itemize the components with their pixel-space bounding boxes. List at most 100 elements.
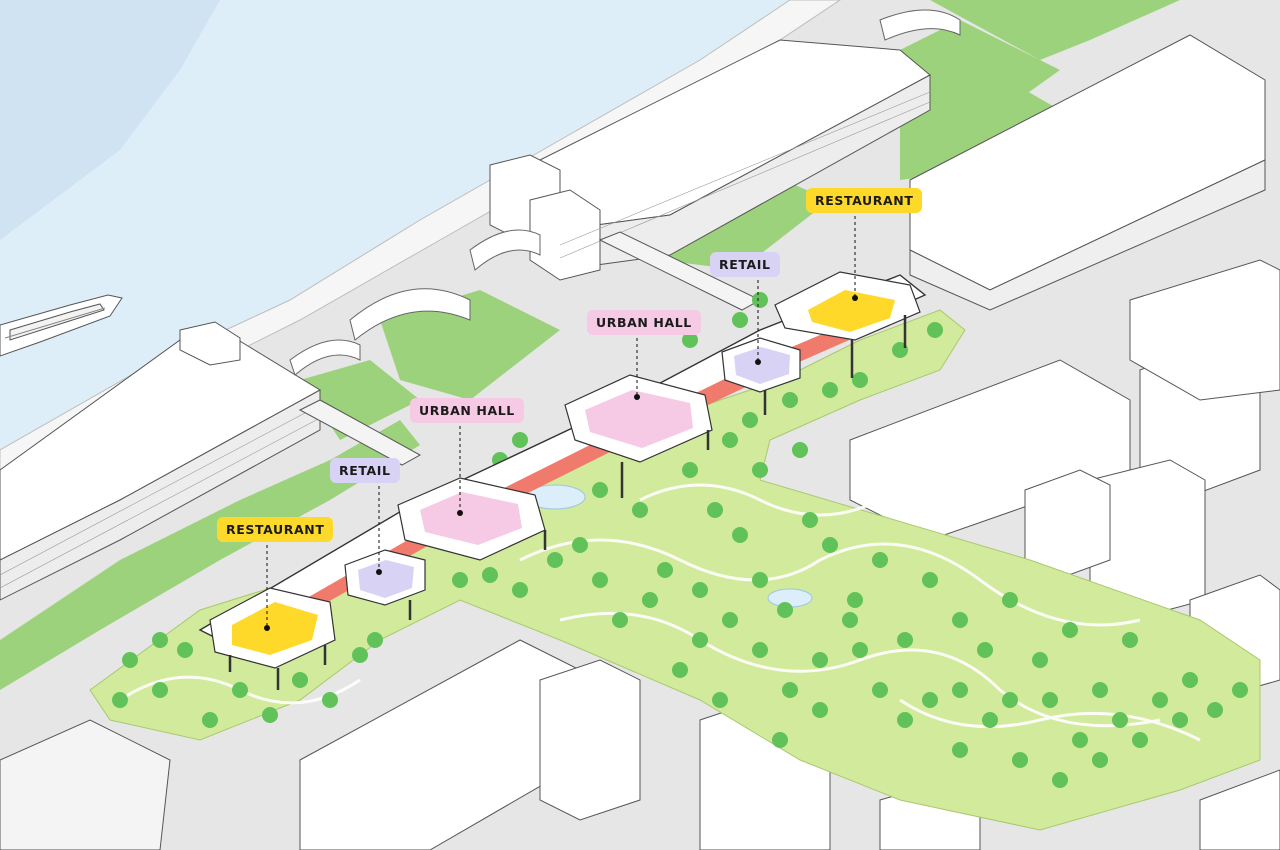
- tree: [1002, 692, 1018, 708]
- tree: [1072, 732, 1088, 748]
- tree: [322, 692, 338, 708]
- tree: [1002, 592, 1018, 608]
- tree: [262, 707, 278, 723]
- tree: [632, 502, 648, 518]
- tree: [897, 632, 913, 648]
- warehouses: [0, 39, 931, 601]
- tree: [922, 572, 938, 588]
- tree: [692, 582, 708, 598]
- tree: [547, 552, 563, 568]
- arched-canopies: [289, 9, 961, 376]
- city-buildings: [0, 34, 1280, 850]
- label-urban-hall-left: URBAN HALL: [410, 398, 524, 423]
- tree: [122, 652, 138, 668]
- cruise-ship: [0, 294, 123, 357]
- tree: [512, 582, 528, 598]
- tree: [1092, 682, 1108, 698]
- tree: [822, 537, 838, 553]
- tree: [682, 462, 698, 478]
- tree: [612, 612, 628, 628]
- tree: [672, 662, 688, 678]
- tree: [1172, 712, 1188, 728]
- tree: [852, 642, 868, 658]
- park-ponds: [524, 484, 813, 608]
- tree: [777, 602, 793, 618]
- deck-red-band: [300, 318, 872, 612]
- label-restaurant-right: RESTAURANT: [806, 188, 923, 213]
- tree: [1152, 692, 1168, 708]
- tree: [752, 462, 768, 478]
- tree: [732, 527, 748, 543]
- label-retail-left: RETAIL: [330, 458, 400, 483]
- tree: [847, 592, 863, 608]
- tree: [292, 672, 308, 688]
- tree: [952, 742, 968, 758]
- tree: [927, 322, 943, 338]
- label-dots: [264, 295, 858, 631]
- tree: [852, 372, 868, 388]
- tree: [897, 712, 913, 728]
- tree: [722, 612, 738, 628]
- tree: [952, 612, 968, 628]
- tree: [872, 552, 888, 568]
- tree: [692, 632, 708, 648]
- tree: [592, 572, 608, 588]
- label-leaders: [266, 216, 856, 628]
- tree: [977, 642, 993, 658]
- tree: [822, 382, 838, 398]
- tree: [752, 642, 768, 658]
- deck-columns: [228, 315, 907, 690]
- tree: [782, 392, 798, 408]
- tree: [232, 682, 248, 698]
- tree: [1062, 622, 1078, 638]
- tree: [722, 432, 738, 448]
- tree: [682, 332, 698, 348]
- tree: [772, 732, 788, 748]
- tree: [202, 712, 218, 728]
- tree: [177, 642, 193, 658]
- tree: [952, 682, 968, 698]
- label-urban-hall-right: URBAN HALL: [587, 310, 701, 335]
- tree: [482, 567, 498, 583]
- tree: [752, 572, 768, 588]
- label-retail-right: RETAIL: [710, 252, 780, 277]
- tree: [1232, 682, 1248, 698]
- tree: [812, 652, 828, 668]
- tree: [872, 682, 888, 698]
- tree: [452, 572, 468, 588]
- tree: [712, 692, 728, 708]
- tree: [1012, 752, 1028, 768]
- tree: [572, 537, 588, 553]
- tree: [1052, 772, 1068, 788]
- river-deep-area: [0, 0, 220, 240]
- tree: [742, 412, 758, 428]
- label-restaurant-left: RESTAURANT: [217, 517, 334, 542]
- tree: [657, 562, 673, 578]
- lawns: [0, 0, 1180, 690]
- tree: [1042, 692, 1058, 708]
- tree: [152, 632, 168, 648]
- tree: [1132, 732, 1148, 748]
- tree: [732, 312, 748, 328]
- connector-bridges: [298, 231, 762, 466]
- tree: [112, 692, 128, 708]
- tree: [152, 682, 168, 698]
- tree: [1182, 672, 1198, 688]
- tree: [1032, 652, 1048, 668]
- tree: [352, 647, 368, 663]
- tree: [512, 432, 528, 448]
- tree: [1092, 752, 1108, 768]
- tree: [752, 292, 768, 308]
- tree: [782, 682, 798, 698]
- tree: [592, 482, 608, 498]
- tree: [802, 512, 818, 528]
- tree: [792, 442, 808, 458]
- tree: [367, 632, 383, 648]
- warehouse-facade-lines: [0, 91, 931, 589]
- tree: [812, 702, 828, 718]
- tree: [982, 712, 998, 728]
- tree: [842, 612, 858, 628]
- elevated-deck: [198, 271, 927, 690]
- tree: [1112, 712, 1128, 728]
